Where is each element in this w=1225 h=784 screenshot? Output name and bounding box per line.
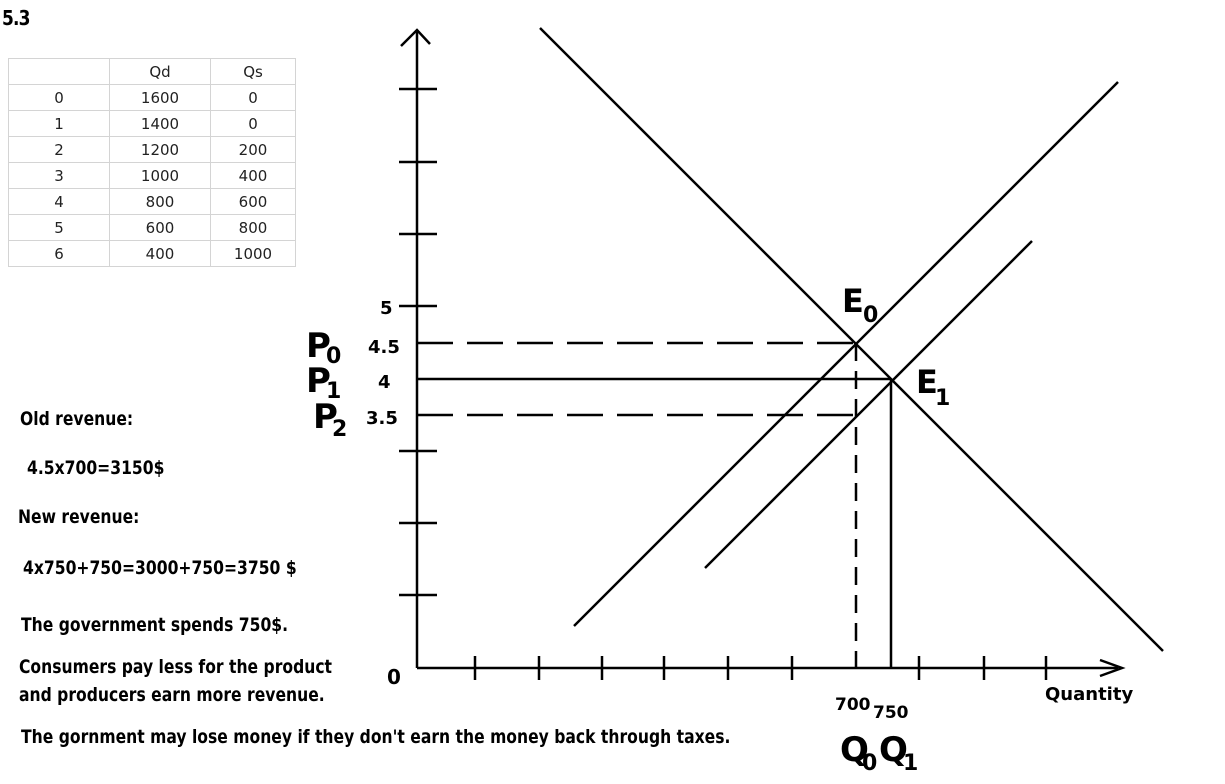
price-label-4: 4 — [378, 372, 391, 393]
price-axis-arrow — [400, 28, 431, 47]
reference-lines — [417, 341, 893, 668]
p2-subscript: 2 — [332, 417, 347, 442]
cell-qs: 0 — [210, 84, 296, 111]
new-revenue-label: New revenue: — [18, 506, 140, 528]
supply-curve-original — [573, 81, 1119, 627]
table-row: 1 1400 0 — [8, 110, 296, 137]
cell-qd: 800 — [109, 188, 211, 215]
demand-curve — [539, 27, 1164, 652]
cell-price: 5 — [8, 214, 110, 241]
cell-qd: 1600 — [109, 84, 211, 111]
table-row: 4 800 600 — [8, 188, 296, 215]
price-label-5: 5 — [380, 298, 393, 319]
cell-qd: 600 — [109, 214, 211, 241]
header-qs: Qs — [210, 58, 296, 85]
quantity-tick-marks — [473, 656, 1048, 680]
price-label-4-5: 4.5 — [368, 337, 400, 358]
p0-symbol: P — [306, 326, 331, 366]
p1-subscript: 1 — [326, 379, 341, 404]
p1-symbol: P — [306, 361, 331, 401]
old-revenue-label: Old revenue: — [20, 408, 134, 430]
cell-price: 1 — [8, 110, 110, 137]
q1-symbol: Q — [879, 730, 908, 770]
e0-symbol: E — [842, 282, 864, 320]
cell-price: 4 — [8, 188, 110, 215]
quantity-axis-arrow — [1099, 658, 1126, 678]
old-revenue-calc: 4.5x700=3150$ — [27, 457, 165, 479]
cell-qs: 200 — [210, 136, 296, 163]
cell-qs: 600 — [210, 188, 296, 215]
table-row: 0 1600 0 — [8, 84, 296, 111]
consumers-note-line2: and producers earn more revenue. — [19, 684, 325, 706]
section-number: 5.3 — [2, 6, 30, 30]
cell-qd: 1000 — [109, 162, 211, 189]
price-label-3-5: 3.5 — [366, 408, 398, 429]
cell-qd: 400 — [109, 240, 211, 267]
q0-subscript: 0 — [862, 751, 877, 776]
cell-qs: 0 — [210, 110, 296, 137]
price-tick-marks — [399, 87, 437, 597]
q1-subscript: 1 — [903, 751, 918, 776]
table-row: 5 600 800 — [8, 214, 296, 241]
government-loss-note: The gornment may lose money if they don'… — [21, 726, 731, 748]
q0-symbol: Q — [840, 730, 869, 770]
header-qd: Qd — [109, 58, 211, 85]
cell-qs: 1000 — [210, 240, 296, 267]
cell-qd: 1400 — [109, 110, 211, 137]
cell-price: 2 — [8, 136, 110, 163]
consumers-note-line1: Consumers pay less for the product — [19, 656, 333, 678]
e0-subscript: 0 — [863, 303, 878, 328]
table-header-row: Qd Qs — [8, 58, 296, 85]
p2-symbol: P — [313, 397, 338, 437]
supply-curve-subsidized — [704, 240, 1033, 569]
table-row: 6 400 1000 — [8, 240, 296, 267]
e1-subscript: 1 — [935, 386, 950, 411]
cell-price: 6 — [8, 240, 110, 267]
quantity-label-750: 750 — [873, 703, 909, 723]
origin-label: 0 — [387, 665, 401, 689]
header-price — [8, 58, 110, 85]
cell-qs: 800 — [210, 214, 296, 241]
cell-qd: 1200 — [109, 136, 211, 163]
new-revenue-calc: 4x750+750=3000+750=3750 $ — [23, 557, 297, 579]
p0-subscript: 0 — [326, 344, 341, 369]
schedule-table: Qd Qs 0 1600 0 1 1400 0 2 1200 200 3 100… — [8, 58, 296, 267]
government-spends-note: The government spends 750$. — [21, 614, 289, 636]
table-row: 3 1000 400 — [8, 162, 296, 189]
cell-price: 3 — [8, 162, 110, 189]
e1-symbol: E — [916, 363, 938, 401]
cell-price: 0 — [8, 84, 110, 111]
quantity-axis-title: Quantity — [1045, 684, 1133, 705]
table-row: 2 1200 200 — [8, 136, 296, 163]
quantity-label-700: 700 — [835, 695, 871, 715]
cell-qs: 400 — [210, 162, 296, 189]
